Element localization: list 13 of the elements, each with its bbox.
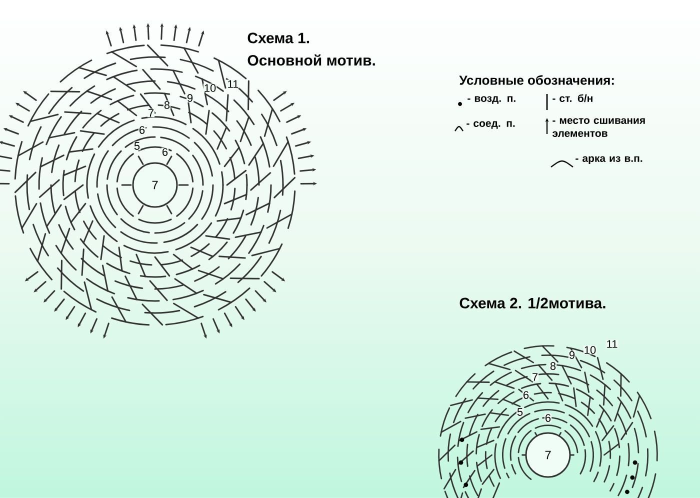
row-number: 11 <box>226 80 240 88</box>
legend-entry: - арка из в.п. <box>550 156 642 168</box>
legend-entry: - соед. п. <box>454 121 515 132</box>
row-number: 10 <box>583 346 597 354</box>
heading: Схема 1. <box>248 32 310 44</box>
legend-entry: - место сшивания элементов <box>545 118 645 137</box>
row-number: 11 <box>606 340 618 348</box>
legend-entry: - возд. п. <box>458 96 516 106</box>
heading: Условные обозначения: <box>459 75 614 85</box>
row-number: 10 <box>203 84 217 92</box>
heading: Основной мотив. <box>248 54 375 66</box>
legend-entry: - ст. б/н <box>546 94 592 110</box>
heading: Схема 2. 1/2мотива. <box>460 297 606 309</box>
